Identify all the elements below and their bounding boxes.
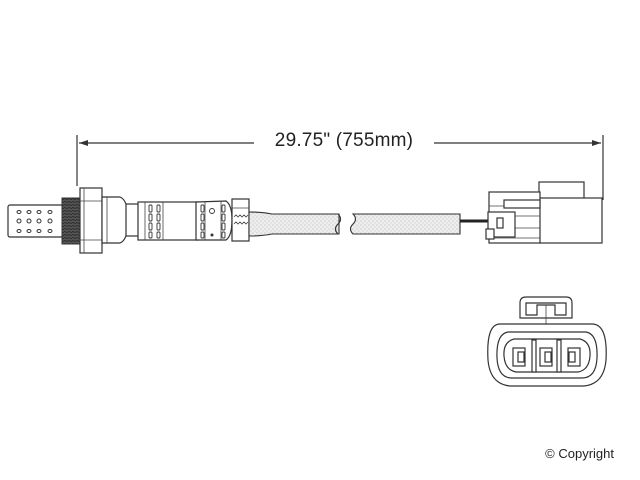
copyright-notice: © Copyright (545, 446, 614, 461)
wire-harness-left (248, 211, 342, 237)
sensor-housing (125, 200, 233, 241)
sensor-tip-shield (7, 204, 64, 238)
threaded-body (61, 197, 81, 245)
arrow-right-icon (592, 140, 601, 146)
arrow-left-icon (79, 140, 88, 146)
hex-nut (79, 187, 103, 254)
connector-side-view (485, 181, 603, 244)
wire-harness-right (349, 213, 461, 235)
dimension-label: 29.75" (755mm) (254, 130, 434, 152)
sensor-shoulder (101, 196, 129, 244)
connector-face-view (487, 296, 607, 387)
crimp-boot (231, 198, 250, 242)
